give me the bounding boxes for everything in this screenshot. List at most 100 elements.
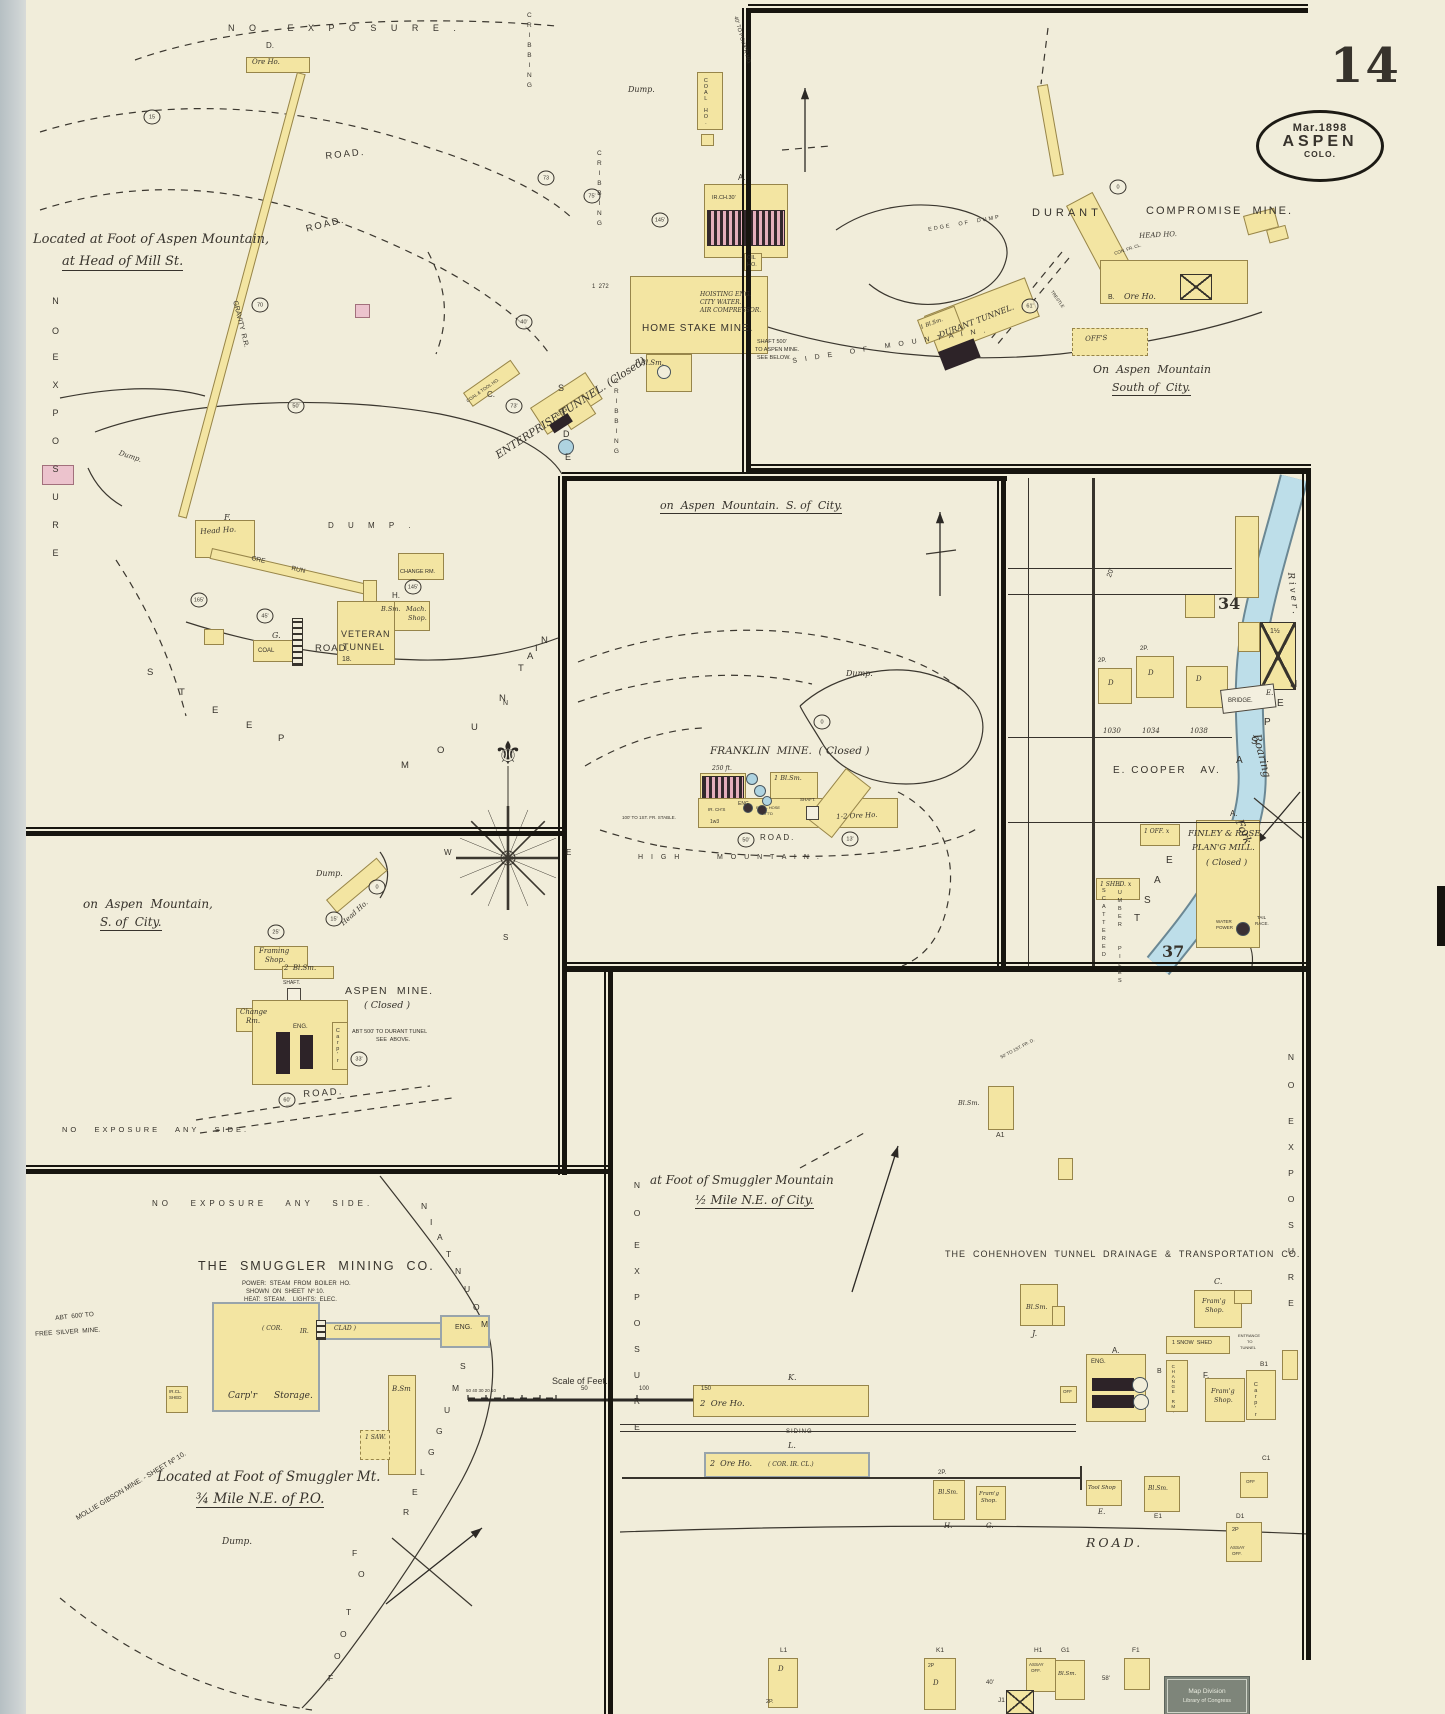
map-label: 100 — [639, 1386, 650, 1392]
mine-name-compromise: COMPROMISE MINE. — [1146, 205, 1294, 217]
distance-marker: 50' — [287, 398, 305, 414]
map-label: N O — [632, 1180, 642, 1222]
mine-name-home-stake: HOME STAKE MINE. — [642, 323, 754, 334]
building-footprint — [1205, 1378, 1245, 1422]
building-footprint — [1006, 1690, 1034, 1714]
map-label: Ore Ho. — [252, 58, 280, 66]
map-label: D. — [266, 41, 274, 50]
stamp-state: COLO. — [1304, 149, 1336, 160]
building-footprint — [1052, 1306, 1065, 1326]
building-footprint — [1020, 1284, 1058, 1326]
map-label: ( Closed ) — [364, 1000, 411, 1011]
map-label: U — [464, 1284, 471, 1294]
street-line — [1008, 822, 1308, 824]
building-footprint — [204, 629, 224, 645]
building-footprint — [1282, 1350, 1298, 1380]
map-label: VETERAN — [341, 629, 391, 639]
map-label: 1034 — [1142, 727, 1160, 735]
map-label: D — [1108, 679, 1114, 687]
building-footprint — [1055, 1660, 1085, 1700]
map-label: Rm. — [246, 1017, 261, 1025]
map-label: D — [933, 1679, 939, 1687]
map-label: Shop. — [1205, 1306, 1224, 1314]
map-label: W — [444, 848, 452, 857]
map-label: COAL HO. — [702, 78, 709, 126]
building-footprint — [924, 1658, 956, 1710]
map-label: HEAD HO. — [1138, 230, 1178, 240]
map-label: OFF'S — [1084, 333, 1108, 343]
caption-cohenhoven: at Foot of Smuggler Mountain — [650, 1173, 834, 1187]
distance-marker: 13' — [841, 831, 859, 847]
tank-icon — [746, 773, 758, 785]
street-line — [620, 1424, 1076, 1426]
map-label: E — [246, 720, 253, 731]
map-label: E X P O S U R E — [50, 352, 61, 562]
map-label: TO — [1247, 1339, 1253, 1344]
distance-marker: 165' — [190, 592, 208, 608]
map-label: CLAD ) — [334, 1325, 356, 1332]
scale-title: Scale of Feet. — [552, 1376, 608, 1386]
map-label: O — [358, 1569, 365, 1579]
map-label: Change — [240, 1008, 268, 1016]
building-footprint — [1124, 1658, 1150, 1690]
map-label: O — [340, 1629, 347, 1639]
map-label: Bl.Sm. — [958, 1099, 980, 1107]
map-label: 1 Bl.Sm. — [774, 774, 802, 782]
map-label: C. — [487, 390, 495, 399]
map-label: Bl.Sm. — [1148, 1485, 1168, 1492]
map-label: T — [446, 1249, 452, 1259]
map-label: ( COR. IR. CL.) — [768, 1461, 814, 1468]
map-label: L1 — [780, 1647, 788, 1654]
map-label: T — [346, 1607, 352, 1617]
building-footprint — [1166, 1336, 1230, 1354]
map-label: Tool Shop — [1088, 1485, 1116, 1491]
building-footprint — [701, 134, 714, 146]
map-label: IR.CL. — [169, 1389, 182, 1394]
map-label: Bl.Sm. — [938, 1489, 958, 1496]
map-label: SHAFT. — [283, 980, 301, 986]
map-label: Dump. — [316, 869, 343, 878]
caption-smuggler: Located at Foot of Smuggler Mt. — [157, 1469, 381, 1485]
bridge-label: BRIDGE. — [1228, 698, 1253, 704]
distance-marker: 145' — [404, 579, 422, 595]
map-label: CITY WATER. — [700, 299, 742, 306]
map-label: E X P O S U R E — [632, 1240, 642, 1435]
building-footprint — [698, 798, 898, 828]
map-label: G — [436, 1426, 443, 1436]
building-footprint — [398, 553, 444, 580]
map-label: E. — [1098, 1508, 1106, 1516]
sheet-number: 14 — [1330, 38, 1401, 94]
building-footprint — [332, 1022, 348, 1070]
building-footprint — [1238, 622, 1260, 652]
map-label: TRESTLE — [1049, 289, 1066, 309]
map-label: D — [563, 429, 570, 439]
map-label: D — [1148, 669, 1154, 677]
map-label: 1 OFF. x — [1144, 828, 1170, 835]
map-label: 40' — [986, 1680, 994, 1686]
map-label: OIL — [747, 255, 756, 261]
building-footprint — [42, 465, 74, 485]
map-label: O — [473, 1302, 480, 1312]
map-label: 2P. — [938, 1470, 947, 1476]
map-label: CRIBBING — [612, 378, 620, 458]
distance-marker: 60' — [278, 1092, 296, 1108]
map-label: B — [1157, 1368, 1162, 1375]
map-label: L. — [788, 1441, 796, 1450]
map-label: L — [420, 1467, 425, 1477]
map-label: N — [455, 1266, 462, 1276]
street-line — [1008, 594, 1232, 596]
building-footprint — [1058, 1158, 1073, 1180]
distance-marker: 73 — [537, 170, 555, 186]
map-label: ROAD. — [302, 1086, 344, 1100]
map-label: S — [460, 1361, 466, 1371]
distance-marker: 33' — [350, 1051, 368, 1067]
tank-icon — [757, 805, 767, 815]
map-label: IR.CH.30' — [712, 195, 736, 201]
map-label: 58' — [1102, 1676, 1110, 1682]
map-label: E — [1277, 698, 1284, 709]
map-label: D1 — [1236, 1513, 1245, 1520]
company-name-cohenhoven: THE COHENHOVEN TUNNEL DRAINAGE & TRANSPO… — [945, 1249, 1301, 1259]
map-label: N — [541, 635, 548, 646]
distance-marker: 50' — [737, 832, 755, 848]
map-label: CHANGE RM. — [1170, 1364, 1176, 1414]
